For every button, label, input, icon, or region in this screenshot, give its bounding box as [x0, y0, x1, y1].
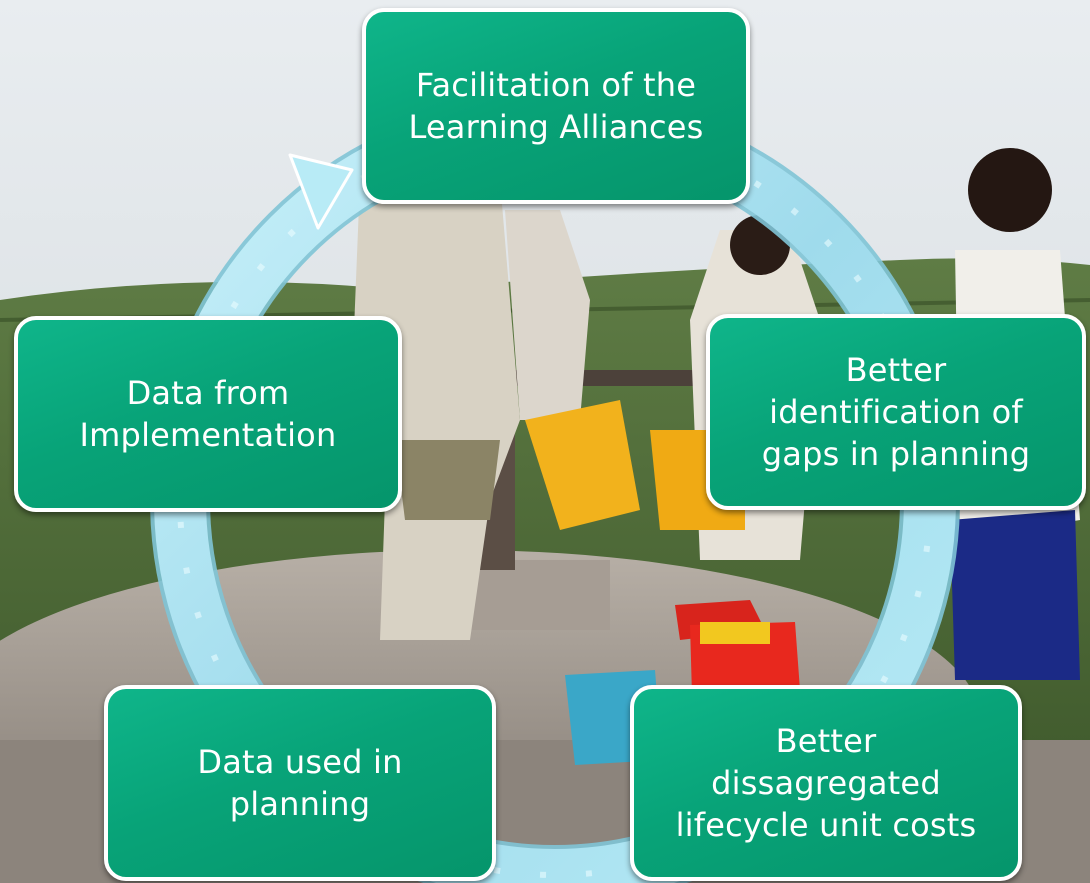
node-data-used-in-planning: Data used in planning: [104, 685, 496, 881]
node-data-from-implementation: Data from Implementation: [14, 316, 402, 512]
node-facilitation-learning-alliances: Facilitation of the Learning Alliances: [362, 8, 750, 204]
node-better-lifecycle-unit-costs: Better dissagregated lifecycle unit cost…: [630, 685, 1022, 881]
cycle-arrow-head-icon: [288, 153, 354, 230]
node-better-identification-gaps: Better identification of gaps in plannin…: [706, 314, 1086, 510]
